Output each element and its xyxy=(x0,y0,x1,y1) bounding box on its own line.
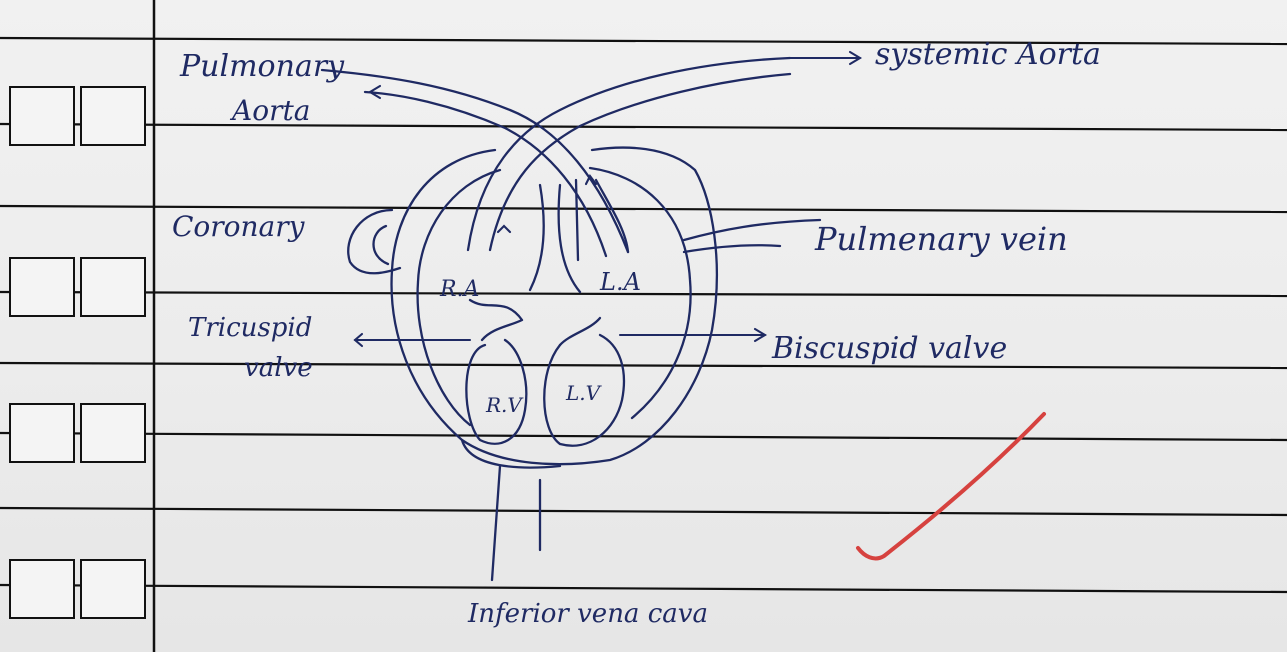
label-tricuspid: Tricuspid xyxy=(188,313,312,343)
label-inferior-vena-cava: Inferior vena cava xyxy=(467,599,708,629)
label-coronary: Coronary xyxy=(172,210,306,243)
label-valve-left: valve xyxy=(244,353,313,383)
margin-box xyxy=(10,87,74,145)
label-pulmonary: Pulmonary xyxy=(179,49,345,84)
great-vessels xyxy=(322,58,820,260)
label-bicuspid-valve: Biscuspid valve xyxy=(771,331,1007,366)
margin-box xyxy=(81,404,145,462)
margin-box xyxy=(81,87,145,145)
label-rv: R.V xyxy=(485,393,524,417)
label-pulmonary-vein: Pulmenary vein xyxy=(814,220,1068,258)
label-la: L.A xyxy=(599,268,641,296)
margin-checkboxes xyxy=(10,87,145,618)
margin-box xyxy=(10,258,74,316)
label-systemic-aorta: systemic Aorta xyxy=(875,37,1101,72)
margin-box xyxy=(81,258,145,316)
label-aorta-left: Aorta xyxy=(229,94,310,127)
margin-box xyxy=(81,560,145,618)
red-checkmark xyxy=(858,414,1044,558)
label-lv: L.V xyxy=(565,381,603,405)
margin-box xyxy=(10,560,74,618)
label-ra: R.A xyxy=(439,277,479,302)
margin-box xyxy=(10,404,74,462)
